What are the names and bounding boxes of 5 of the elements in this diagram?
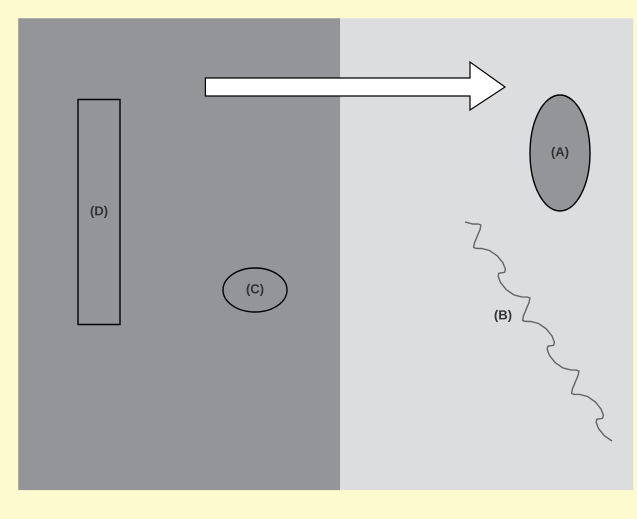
rectangle: (D) (77, 98, 121, 326)
block-arrow (204, 60, 506, 112)
light-panel (340, 18, 634, 490)
dark-panel (18, 18, 340, 490)
line-label: (B) (494, 310, 512, 322)
